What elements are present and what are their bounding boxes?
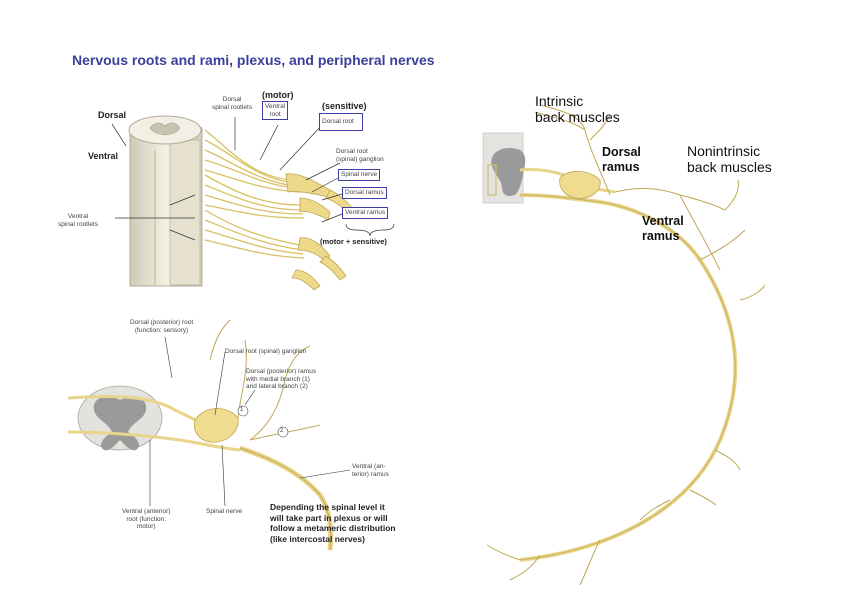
page-title: Nervous roots and rami, plexus, and peri… <box>72 52 435 68</box>
label-branch-1: 1 <box>240 407 244 413</box>
label-dorsal-root: Dorsal root <box>319 113 363 131</box>
right-nerve-paths <box>486 104 766 586</box>
plexus-note: Depending the spinal level it will take … <box>270 502 396 544</box>
label-dorsal-root-ganglion: Dorsal root(spinal) ganglion <box>336 148 384 163</box>
right-dorsal-root-ganglion <box>559 171 601 199</box>
label-bottom-spinal-nerve: Spinal nerve <box>206 508 243 515</box>
label-ventral-anterior-ramus: Ventral (an-terior) ramus <box>352 463 389 478</box>
bottom-leader-lines <box>149 336 351 507</box>
label-dorsal-posterior-root: Dorsal (posterior) root(function: sensor… <box>130 319 194 334</box>
branch-marker-2 <box>277 426 289 438</box>
bottom-dorsal-root-ganglion <box>193 408 239 443</box>
label-motor: (motor) <box>262 90 294 100</box>
branch-marker-1 <box>237 405 249 417</box>
label-ventral-anterior-root: Ventral (anterior)root (function:motor) <box>122 508 171 530</box>
top-left-leader-lines <box>111 117 395 241</box>
cross-section-cord-bottom <box>77 385 163 451</box>
label-ventral: Ventral <box>88 151 119 161</box>
label-dorsal-ramus: Dorsal ramus <box>342 187 387 199</box>
label-branch-2: 2 <box>280 428 284 434</box>
right-cord-cross-section <box>482 132 526 204</box>
spinal-cord-segment <box>128 115 203 287</box>
label-bottom-dorsal-root-ganglion: Dorsal root (spinal) ganglion <box>225 348 307 355</box>
label-spinal-nerve: Spinal nerve <box>338 169 381 181</box>
label-ventral-ramus: Ventral ramus <box>342 207 389 219</box>
label-sensitive: (sensitive) <box>322 101 367 111</box>
nerve-root-bundles <box>204 129 305 259</box>
label-motor-sensitive: (motor + sensitive) <box>320 237 387 246</box>
label-dorsal: Dorsal <box>98 110 127 120</box>
